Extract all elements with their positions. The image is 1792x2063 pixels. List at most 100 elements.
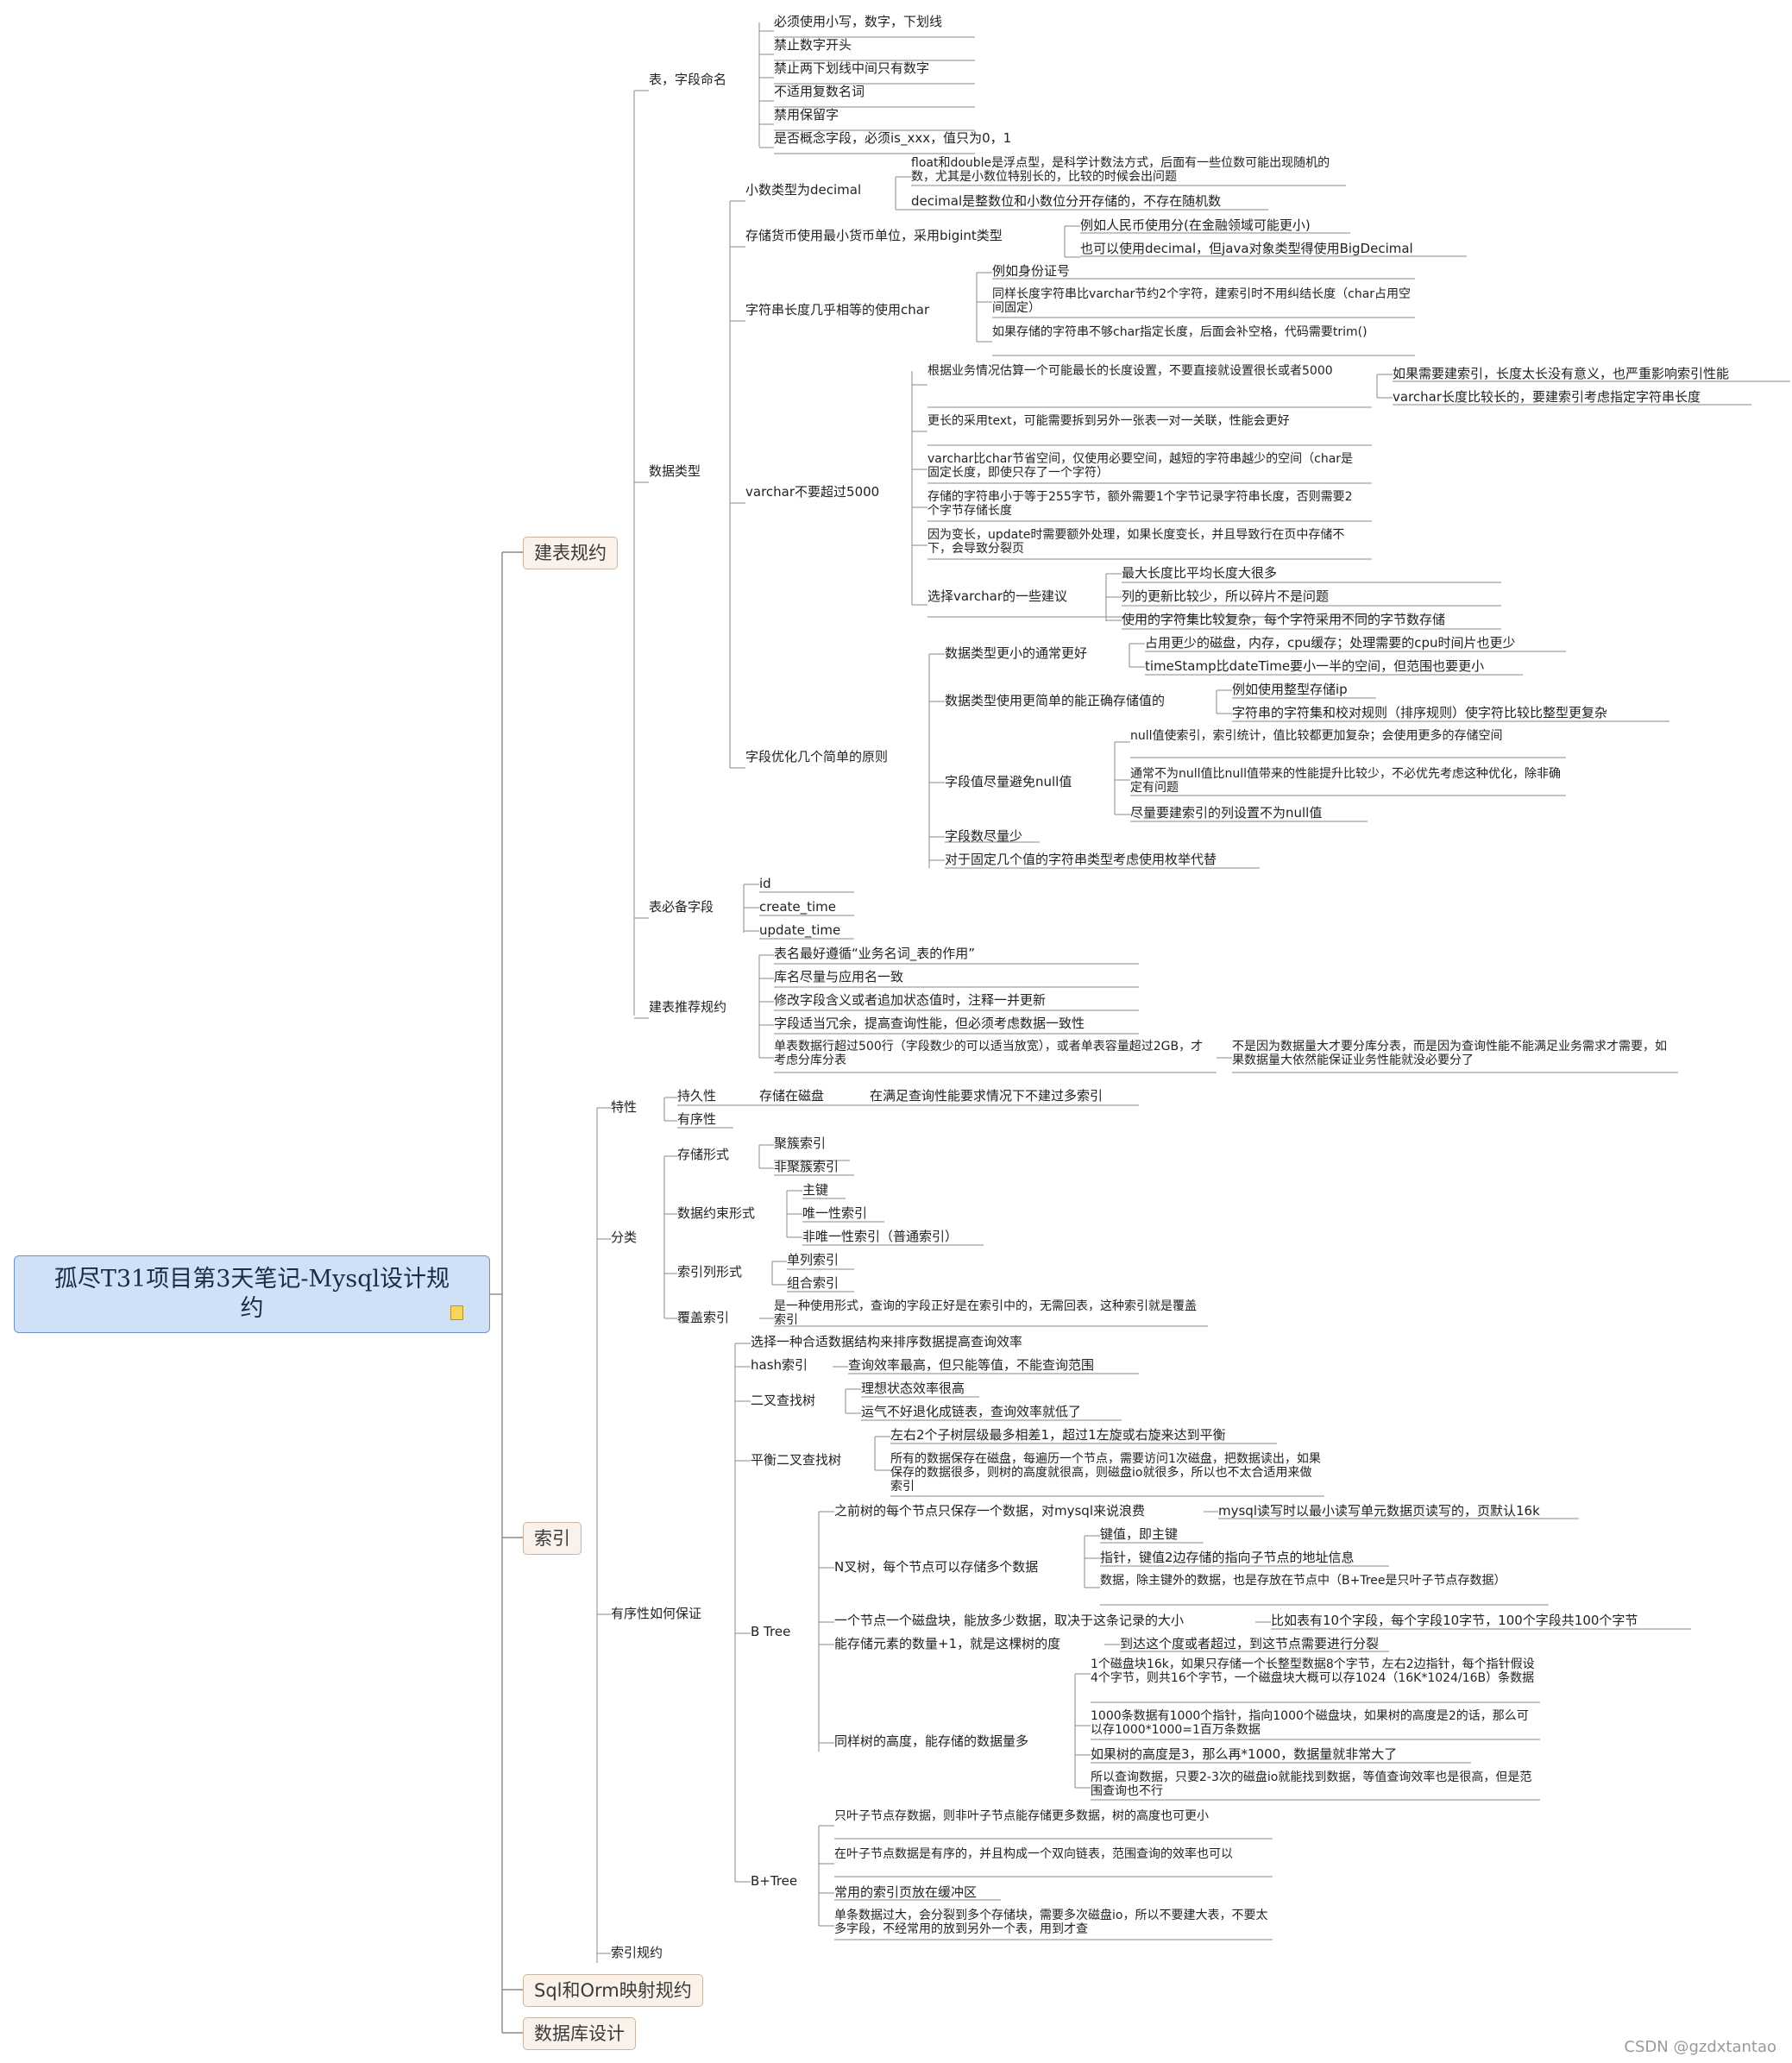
node-varchar-advice[interactable]: 选择varchar的一些建议	[927, 588, 1068, 604]
leaf-varchar-len-2: varchar长度比较长的，要建索引考虑指定字符串长度	[1393, 389, 1701, 405]
leaf-bplus-3: 常用的索引页放在缓冲区	[834, 1884, 978, 1900]
node-height[interactable]: 同样树的高度，能存储的数据量多	[834, 1733, 1029, 1749]
leaf-ntree-2: 指针，键值2边存储的指向子节点的地址信息	[1100, 1550, 1355, 1565]
node-varchar[interactable]: varchar不要超过5000	[745, 484, 880, 500]
node-disk[interactable]: 存储在磁盘	[759, 1088, 825, 1104]
root-topic[interactable]: 孤尽T31项目第3天笔记-Mysql设计规约	[14, 1255, 490, 1333]
leaf-naming-1: 必须使用小写，数字，下划线	[774, 14, 943, 29]
leaf-naming-2: 禁止数字开头	[774, 37, 852, 53]
node-simpler[interactable]: 数据类型使用更简单的能正确存储值的	[945, 693, 1166, 708]
leaf-bplus-2: 在叶子节点数据是有序的，并且构成一个双向链表，范围查询的效率也可以	[834, 1847, 1233, 1861]
leaf-recommend-5: 单表数据行超过500行（字段数少的可以适当放宽），或者单表容量超过2GB，才考虑…	[774, 1040, 1204, 1067]
node-avl[interactable]: 平衡二叉查找树	[751, 1452, 842, 1468]
leaf-height-1: 1个磁盘块16k，如果只存储一个长整型数据8个字节，左右2边指针，每个指针假设4…	[1091, 1657, 1535, 1685]
node-disk-block[interactable]: 一个节点一个磁盘块，能放多少数据，取决于这条记录的大小	[834, 1613, 1185, 1628]
leaf-page16k: mysql读写时以最小读写单元数据页读写的，页默认16k	[1218, 1503, 1540, 1519]
leaf-varchar-len-1: 如果需要建索引，长度太长没有意义，也严重影响索引性能	[1393, 366, 1730, 381]
node-currency[interactable]: 存储货币使用最小货币单位，采用bigint类型	[745, 228, 1003, 243]
node-datatype[interactable]: 数据类型	[649, 463, 701, 479]
leaf-simpler-2: 字符串的字符集和校对规则（排序规则）使字符比较比整型更复杂	[1232, 705, 1608, 720]
node-bplus[interactable]: B+Tree	[751, 1873, 798, 1889]
leaf-ordered: 有序性	[677, 1111, 717, 1127]
leaf-char-2: 同样长度字符串比varchar节约2个字符，建索引时不用纠结长度（char占用空…	[992, 287, 1412, 315]
node-category[interactable]: 分类	[611, 1230, 638, 1245]
node-ensure-order[interactable]: 有序性如何保证	[611, 1606, 702, 1621]
leaf-advice-2: 列的更新比较少，所以碎片不是问题	[1122, 588, 1330, 604]
leaf-degree: 到达这个度或者超过，到这节点需要进行分裂	[1120, 1636, 1380, 1651]
leaf-recommend-2: 库名尽量与应用名一致	[774, 969, 904, 984]
node-degree[interactable]: 能存储元素的数量+1，就是这棵树的度	[834, 1636, 1061, 1651]
leaf-bst-1: 理想状态效率很高	[861, 1381, 965, 1396]
leaf-smaller-2: timeStamp比dateTime要小一半的空间，但范围也要更小	[1145, 658, 1485, 674]
leaf-primary: 主键	[802, 1182, 829, 1198]
leaf-naming-4: 不适用复数名词	[774, 84, 865, 99]
leaf-avl-1: 左右2个子树层级最多相差1，超过1左旋或右旋来达到平衡	[890, 1427, 1226, 1443]
leaf-composite: 组合索引	[787, 1275, 839, 1291]
leaf-ntree-1: 键值，即主键	[1100, 1526, 1179, 1542]
leaf-fewer-fields: 字段数尽量少	[945, 828, 1023, 844]
leaf-naming-3: 禁止两下划线中间只有数字	[774, 60, 930, 76]
node-char[interactable]: 字符串长度几乎相等的使用char	[745, 302, 930, 318]
node-smaller[interactable]: 数据类型更小的通常更好	[945, 645, 1088, 661]
topic-jianbiao[interactable]: 建表规约	[523, 537, 618, 569]
leaf-char-1: 例如身份证号	[992, 263, 1071, 279]
leaf-unique: 唯一性索引	[802, 1205, 868, 1221]
node-storage[interactable]: 存储形式	[677, 1147, 730, 1162]
node-persist[interactable]: 持久性	[677, 1088, 717, 1104]
leaf-height-2: 1000条数据有1000个指针，指向1000个磁盘块，如果树的高度是2的话，那么…	[1091, 1709, 1529, 1737]
node-feature[interactable]: 特性	[611, 1099, 638, 1115]
leaf-hash: 查询效率最高，但只能等值，不能查询范围	[848, 1357, 1095, 1373]
leaf-covering: 是一种使用形式，查询的字段正好是在索引中的，无需回表，这种索引就是覆盖索引	[774, 1299, 1197, 1327]
leaf-varchar-3: varchar比char节省空间，仅使用必要空间，越短的字符串越少的空间（cha…	[927, 452, 1354, 480]
leaf-normal: 非唯一性索引（普通索引）	[802, 1229, 959, 1244]
node-recommend[interactable]: 建表推荐规约	[649, 999, 727, 1015]
leaf-varchar-5: 因为变长，update时需要额外处理，如果长度变长，并且导致行在页中存储不下，会…	[927, 528, 1345, 556]
node-column[interactable]: 索引列形式	[677, 1264, 743, 1280]
leaf-recommend-4: 字段适当冗余，提高查询性能，但必须考虑数据一致性	[774, 1016, 1085, 1031]
leaf-simpler-1: 例如使用整型存储ip	[1232, 682, 1348, 697]
leaf-varchar-2: 更长的采用text，可能需要拆到另外一张表一对一关联，性能会更好	[927, 414, 1290, 428]
leaf-null-2: 通常不为null值比null值带来的性能提升比较少，不必优先考虑这种优化，除非确…	[1130, 767, 1562, 795]
topic-orm[interactable]: Sql和Orm映射规约	[523, 1974, 703, 2007]
leaf-bst-2: 运气不好退化成链表，查询效率就低了	[861, 1404, 1082, 1419]
leaf-btree-1: 之前树的每个节点只保存一个数据，对mysql来说浪费	[834, 1503, 1145, 1519]
leaf-currency-2: 也可以使用decimal，但java对象类型得使用BigDecimal	[1080, 241, 1413, 256]
leaf-null-1: null值使索引，索引统计，值比较都更加复杂；会使用更多的存储空间	[1130, 729, 1503, 743]
node-optimize[interactable]: 字段优化几个简单的原则	[745, 749, 889, 764]
leaf-decimal-1: float和double是浮点型，是科学计数法方式，后面有一些位数可能出现随机的…	[911, 156, 1330, 184]
note-icon[interactable]	[450, 1305, 463, 1320]
leaf-field-update: update_time	[759, 922, 841, 938]
leaf-choose: 选择一种合适数据结构来排序数据提高查询效率	[751, 1334, 1023, 1349]
node-required-fields[interactable]: 表必备字段	[649, 899, 714, 915]
leaf-clustered: 聚簇索引	[774, 1135, 827, 1151]
node-naming[interactable]: 表，字段命名	[649, 72, 727, 87]
leaf-advice-1: 最大长度比平均长度大很多	[1122, 565, 1278, 581]
leaf-naming-6: 是否概念字段，必须is_xxx，值只为0，1	[774, 130, 1012, 146]
leaf-bplus-4: 单条数据过大，会分裂到多个存储块，需要多次磁盘io，所以不要建大表，不要太多字段…	[834, 1909, 1268, 1936]
leaf-nonclustered: 非聚簇索引	[774, 1159, 839, 1174]
node-decimal[interactable]: 小数类型为decimal	[745, 182, 862, 198]
leaf-disk: 在满足查询性能要求情况下不建过多索引	[870, 1088, 1103, 1104]
leaf-recommend-1: 表名最好遵循“业务名词_表的作用”	[774, 946, 976, 961]
node-btree[interactable]: B Tree	[751, 1624, 791, 1639]
watermark: CSDN @gzdxtantao	[1624, 2038, 1776, 2056]
node-constraint[interactable]: 数据约束形式	[677, 1205, 756, 1221]
node-ntree[interactable]: N叉树，每个节点可以存储多个数据	[834, 1559, 1039, 1575]
leaf-sharding: 不是因为数据量大才要分库分表，而是因为查询性能不能满足业务需求才需要，如果数据量…	[1232, 1040, 1667, 1067]
leaf-currency-1: 例如人民币使用分(在金融领域可能更小)	[1080, 217, 1311, 233]
node-null[interactable]: 字段值尽量避免null值	[945, 774, 1072, 789]
leaf-height-4: 所以查询数据，只要2-3次的磁盘io就能找到数据，等值查询效率也是很高，但是范围…	[1091, 1771, 1532, 1798]
topic-db[interactable]: 数据库设计	[523, 2017, 636, 2050]
node-hash[interactable]: hash索引	[751, 1357, 808, 1373]
leaf-char-3: 如果存储的字符串不够char指定长度，后面会补空格，代码需要trim()	[992, 325, 1368, 339]
leaf-disk-block: 比如表有10个字段，每个字段10字节，100个字段共100个字节	[1271, 1613, 1638, 1628]
node-index-rules[interactable]: 索引规约	[611, 1945, 663, 1960]
topic-suoyin[interactable]: 索引	[523, 1522, 582, 1555]
leaf-height-3: 如果树的高度是3，那么再*1000，数据量就非常大了	[1091, 1746, 1398, 1762]
node-covering[interactable]: 覆盖索引	[677, 1310, 730, 1325]
leaf-field-id: id	[759, 876, 771, 891]
leaf-single: 单列索引	[787, 1252, 839, 1267]
leaf-varchar-4: 存储的字符串小于等于255字节，额外需要1个字节记录字符串长度，否则需要2个字节…	[927, 490, 1353, 518]
node-bst[interactable]: 二叉查找树	[751, 1393, 816, 1408]
